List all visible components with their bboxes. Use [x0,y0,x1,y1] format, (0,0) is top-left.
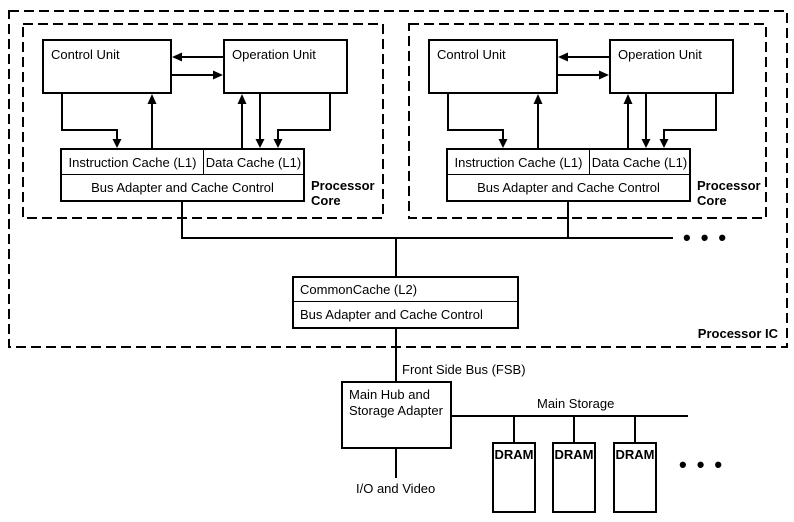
more-dram-ellipsis: ••• [679,452,733,477]
icache-to-cu-arrowhead [533,94,543,104]
ou-to-dcache-line-2 [277,93,331,139]
ou-to-dcache-arrowhead-2 [273,139,283,148]
processor-core-label: Processor Core [697,178,761,208]
processor-ic-label: Processor IC [697,326,778,341]
processor-core-1-boundary [22,23,384,219]
l1-cache-row: Instruction Cache (L1) Data Cache (L1) [62,150,303,175]
core2-arrow-layer [447,52,717,148]
operation-unit-box: Operation Unit [223,39,348,94]
core1-arrow-layer [61,52,331,148]
cu-to-icache-line [447,93,504,139]
cu-to-icache-arrowhead [112,139,122,148]
data-cache-box: Data Cache (L1) [591,154,688,170]
dcache-to-ou-arrowhead [237,94,247,104]
cu-to-icache-line [61,93,118,139]
cu-to-icache-arrowhead [498,139,508,148]
dcache-to-ou-arrowhead [623,94,633,104]
ou-to-dcache-arrowhead [641,139,651,148]
main-hub-box: Main Hub and Storage Adapter [341,381,452,449]
main-storage-label: Main Storage [537,396,615,411]
processor-core-2: Control Unit Operation Unit Instruction … [408,23,768,218]
bus-adapter-box: Bus Adapter and Cache Control [91,180,274,195]
instruction-cache-box: Instruction Cache (L1) [62,150,204,174]
dram-box-1: DRAM [492,442,536,513]
control-unit-box: Control Unit [42,39,172,94]
fsb-label: Front Side Bus (FSB) [402,362,526,377]
instruction-cache-box: Instruction Cache (L1) [448,150,590,174]
ou-to-dcache-line-2 [663,93,717,139]
processor-ic-boundary [8,10,788,348]
dram-box-2: DRAM [552,442,596,513]
dram-box-3: DRAM [613,442,657,513]
io-and-video-label: I/O and Video [356,481,436,496]
l1-cache-stack: Instruction Cache (L1) Data Cache (L1) B… [446,148,691,202]
more-cores-ellipsis: ••• [683,225,737,250]
ou-to-dcache-arrowhead-2 [659,139,669,148]
processor-core-label: Processor Core [311,178,375,208]
bus-adapter-box: Bus Adapter and Cache Control [477,180,660,195]
l2-bus-adapter-box: Bus Adapter and Cache Control [300,307,483,322]
ou-to-cu-arrowhead [558,52,568,62]
cu-to-ou-arrowhead [599,70,609,80]
processor-core-2-boundary [408,23,767,219]
common-cache-box: CommonCache (L2) [294,278,517,302]
icache-to-cu-arrowhead [147,94,157,104]
ou-to-cu-arrowhead [172,52,182,62]
data-cache-box: Data Cache (L1) [205,154,302,170]
cu-to-ou-arrowhead [213,70,223,80]
operation-unit-box: Operation Unit [609,39,734,94]
l2-cache-stack: CommonCache (L2) Bus Adapter and Cache C… [292,276,519,329]
control-unit-box: Control Unit [428,39,558,94]
ou-to-dcache-arrowhead [255,139,265,148]
processor-core-1: Control Unit Operation Unit Instruction … [22,23,382,218]
l1-cache-stack: Instruction Cache (L1) Data Cache (L1) B… [60,148,305,202]
l1-cache-row: Instruction Cache (L1) Data Cache (L1) [448,150,689,175]
